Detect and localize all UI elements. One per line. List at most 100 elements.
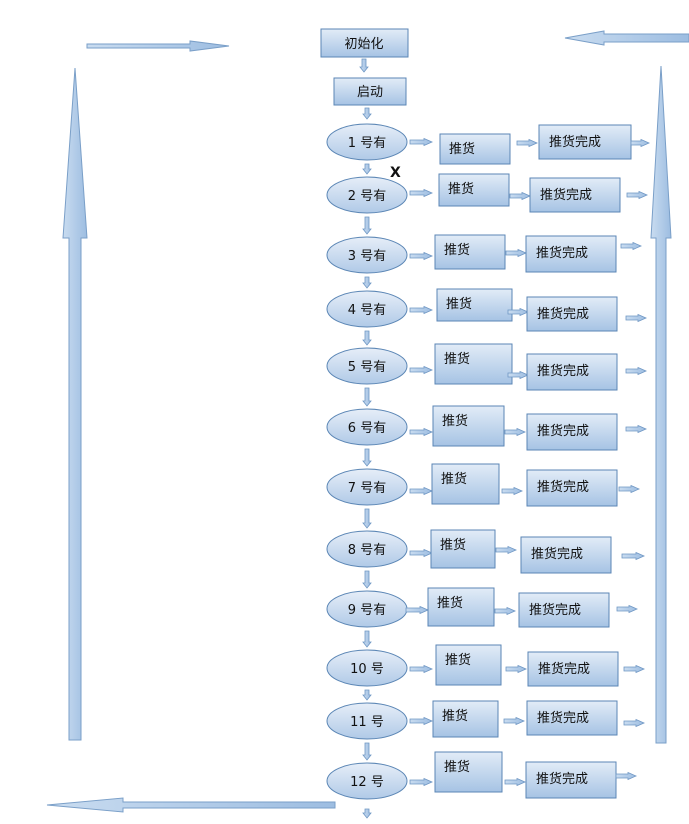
slot-ellipse — [326, 408, 408, 446]
right-arrow — [626, 190, 648, 200]
done-box — [526, 296, 618, 332]
push-box — [434, 751, 503, 793]
done-box — [525, 761, 617, 799]
right-arrow — [625, 366, 647, 376]
slot-label: 10 号 — [350, 662, 384, 677]
push-box — [431, 463, 500, 505]
right-arrow — [409, 188, 433, 198]
push-box — [434, 343, 513, 385]
done-box — [525, 235, 617, 273]
slot-ellipse — [326, 702, 408, 740]
push-label: 推货 — [444, 351, 470, 367]
right-arrow — [409, 664, 433, 674]
done-label: 推货完成 — [537, 479, 589, 495]
right-arrow — [494, 606, 516, 616]
x-mark: X — [390, 165, 401, 181]
right-arrow — [507, 307, 529, 317]
top-right-left-arrow — [564, 30, 689, 46]
right-arrow — [409, 251, 433, 261]
push-label: 推货 — [444, 759, 470, 775]
done-box — [529, 177, 621, 213]
push-box — [436, 288, 513, 322]
right-arrow — [621, 551, 645, 561]
slot-ellipse — [326, 468, 408, 506]
right-arrow — [507, 370, 529, 380]
right-arrow — [409, 486, 433, 496]
push-label: 推货 — [444, 242, 470, 258]
done-label: 推货完成 — [537, 306, 589, 322]
push-label: 推货 — [446, 296, 472, 312]
slot-ellipse — [326, 762, 408, 800]
push-box — [432, 405, 505, 447]
done-box — [526, 353, 618, 391]
right-arrow — [618, 484, 640, 494]
push-box — [430, 529, 496, 569]
down-arrow — [362, 570, 372, 589]
push-label: 推货 — [441, 471, 467, 487]
right-arrow — [625, 424, 647, 434]
right-arrow — [504, 777, 526, 787]
push-label: 推货 — [448, 181, 474, 197]
launch-label: 启动 — [357, 85, 383, 100]
done-label: 推货完成 — [537, 710, 589, 726]
done-label: 推货完成 — [531, 546, 583, 562]
left-up-arrow — [62, 67, 88, 741]
push-box — [439, 133, 511, 165]
done-label: 推货完成 — [537, 423, 589, 439]
bottom-left-arrow — [46, 797, 336, 813]
done-box — [538, 124, 632, 160]
done-label: 推货完成 — [536, 245, 588, 261]
down-arrow — [362, 689, 372, 701]
right-arrow — [409, 365, 433, 375]
push-box — [434, 234, 506, 270]
right-arrow — [409, 716, 433, 726]
slot-ellipse — [326, 236, 408, 274]
slot-label: 11 号 — [350, 715, 384, 730]
right-arrow — [504, 427, 526, 437]
slot-label: 1 号有 — [348, 136, 386, 151]
right-up-arrow — [650, 65, 672, 744]
slot-label: 2 号有 — [348, 189, 386, 204]
right-arrow — [503, 716, 525, 726]
down-arrow — [362, 107, 372, 120]
right-arrow — [625, 313, 647, 323]
down-arrow — [362, 448, 372, 467]
push-label: 推货 — [437, 595, 463, 611]
slot-ellipse — [326, 530, 408, 568]
slot-label: 5 号有 — [348, 360, 386, 375]
push-label: 推货 — [442, 413, 468, 429]
slot-ellipse — [326, 347, 408, 385]
right-arrow — [505, 664, 527, 674]
done-box — [526, 413, 618, 451]
slot-ellipse — [326, 123, 408, 161]
done-label: 推货完成 — [536, 771, 588, 787]
done-label: 推货完成 — [537, 363, 589, 379]
right-arrow — [516, 138, 538, 148]
push-label: 推货 — [449, 141, 475, 157]
down-arrow — [362, 808, 372, 819]
slot-label: 12 号 — [350, 775, 384, 790]
done-box — [526, 700, 618, 736]
down-arrow — [362, 508, 372, 529]
done-label: 推货完成 — [540, 187, 592, 203]
push-box — [432, 700, 499, 738]
down-arrow — [362, 163, 372, 175]
down-arrow — [362, 742, 372, 761]
done-box — [520, 536, 612, 574]
push-label: 推货 — [442, 708, 468, 724]
push-label: 推货 — [445, 652, 471, 668]
slot-label: 7 号有 — [348, 481, 386, 496]
slot-label: 9 号有 — [348, 603, 386, 618]
down-arrow — [362, 216, 372, 235]
right-arrow — [405, 605, 429, 615]
done-box — [527, 651, 619, 687]
right-arrow — [409, 137, 433, 147]
slot-label: 4 号有 — [348, 303, 386, 318]
init-box — [320, 28, 409, 58]
right-arrow — [630, 138, 650, 148]
down-arrow — [359, 58, 369, 73]
done-label: 推货完成 — [529, 602, 581, 618]
done-label: 推货完成 — [538, 661, 590, 677]
